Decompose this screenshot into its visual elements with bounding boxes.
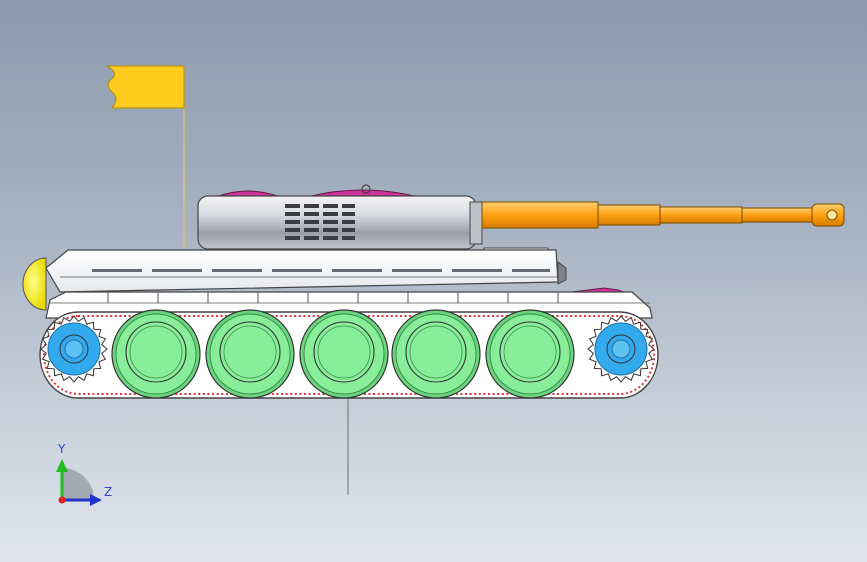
sprocket[interactable]	[40, 315, 108, 383]
y-axis-label: Y	[58, 442, 66, 456]
orientation-triad[interactable]	[56, 459, 102, 506]
road-wheel[interactable]	[205, 309, 295, 399]
upper-hull[interactable]	[45, 247, 567, 293]
turret[interactable]	[197, 195, 483, 250]
road-wheel[interactable]	[111, 309, 201, 399]
road-wheel[interactable]	[299, 309, 389, 399]
road-wheels[interactable]	[111, 309, 575, 399]
gun-barrel[interactable]	[481, 201, 845, 229]
headlight[interactable]	[22, 257, 47, 311]
triad-plane	[62, 468, 94, 500]
road-wheel[interactable]	[391, 309, 481, 399]
z-axis-label: Z	[104, 485, 113, 499]
turret-vents	[285, 204, 355, 240]
sprocket[interactable]	[587, 315, 655, 383]
flag-cloth	[106, 65, 185, 109]
fender-joints	[107, 292, 559, 303]
road-wheel[interactable]	[485, 309, 575, 399]
turret-hatches[interactable]	[215, 184, 419, 198]
hull-slots	[92, 269, 550, 272]
flag[interactable]	[106, 65, 185, 248]
triad-origin	[58, 496, 66, 504]
sprockets[interactable]	[40, 315, 655, 383]
